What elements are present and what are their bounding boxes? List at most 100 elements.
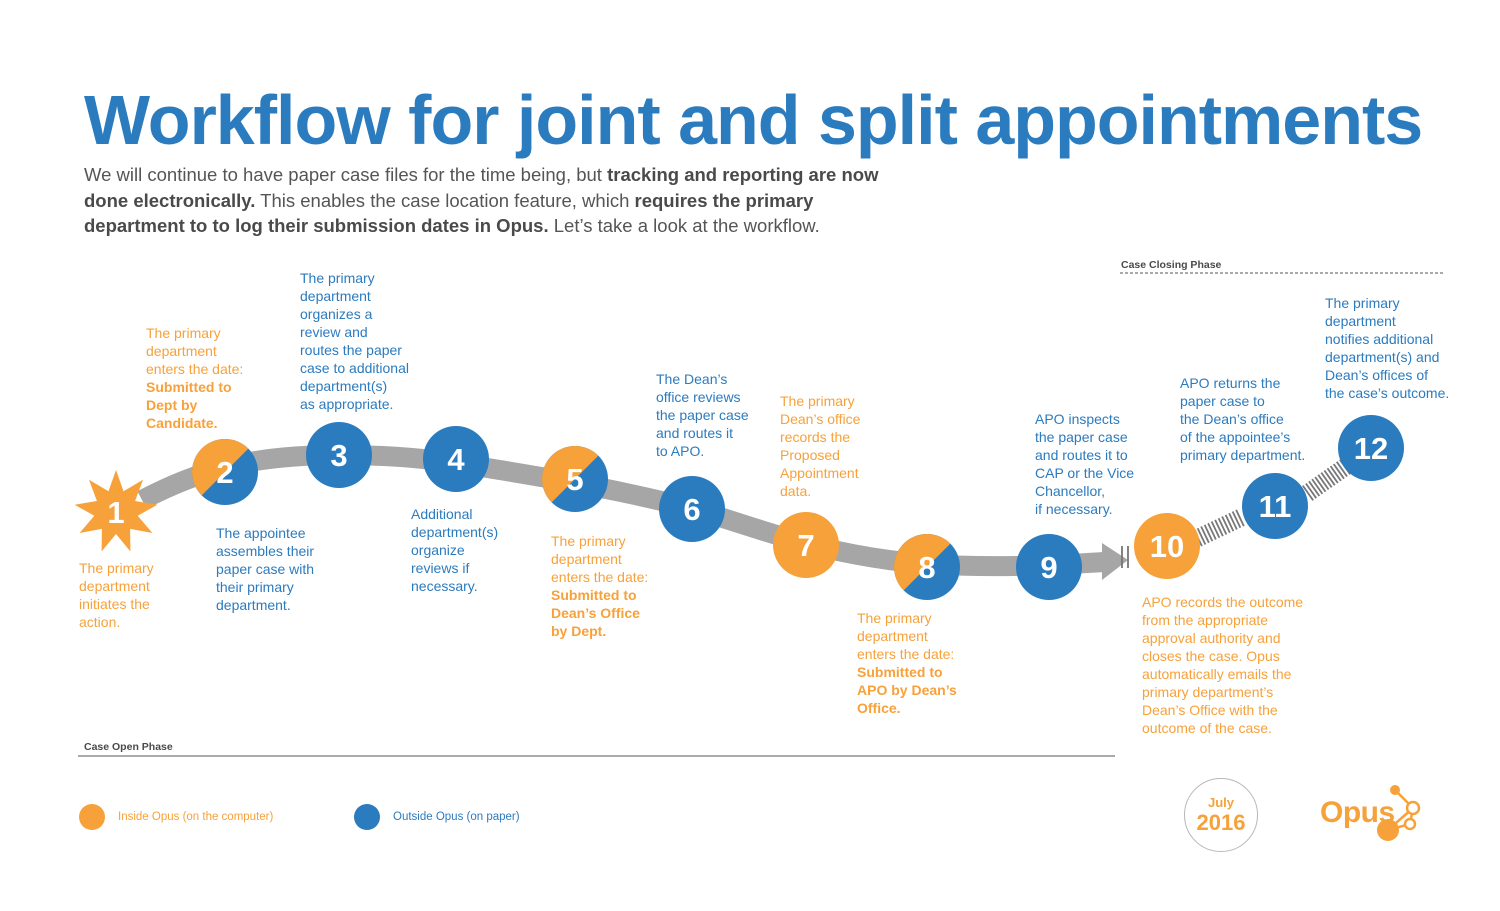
- step-10-number: 10: [1150, 529, 1184, 564]
- intro-text-1: We will continue to have paper case file…: [84, 164, 608, 185]
- description-line: The primary: [1325, 295, 1400, 311]
- legend-outside-label: Outside Opus (on paper): [393, 811, 520, 823]
- description-emphasis: Candidate.: [146, 415, 218, 431]
- description-line: approval authority and: [1142, 630, 1281, 646]
- description-line: to APO.: [656, 443, 705, 459]
- step-8-half: [893, 534, 951, 591]
- description-line: if necessary.: [1035, 501, 1113, 517]
- date-badge: July 2016: [1184, 778, 1258, 852]
- description-line: organize: [411, 542, 465, 558]
- description-line: department: [146, 343, 217, 359]
- legend-inside-dot: [79, 804, 105, 830]
- description-line: case to additional: [300, 360, 409, 376]
- workflow-arrowhead: [1102, 543, 1128, 580]
- step-11-circle: [1242, 473, 1308, 539]
- step-4-circle: [423, 426, 489, 492]
- description-line: outcome of the case.: [1142, 720, 1272, 736]
- description-line: of the appointee’s: [1180, 429, 1291, 445]
- step-12-circle: [1338, 415, 1404, 481]
- description-line: and routes it: [656, 425, 734, 441]
- legend-inside-label: Inside Opus (on the computer): [118, 811, 274, 823]
- description-line: CAP or the Vice: [1035, 465, 1135, 481]
- description-line: initiates the: [79, 596, 150, 612]
- legend-outside-dot: [354, 804, 380, 830]
- description-line: department: [551, 551, 622, 567]
- description-line: the case’s outcome.: [1325, 385, 1450, 401]
- description-line: The primary: [79, 560, 154, 576]
- step-5-half: [542, 445, 599, 503]
- opus-logo-icon: [1377, 785, 1421, 841]
- description-line: primary department.: [1180, 447, 1306, 463]
- step-2-number: 2: [216, 455, 233, 490]
- step-7-number: 7: [797, 528, 814, 563]
- description-line: paper case with: [216, 561, 315, 577]
- intro-bold-1: tracking and reporting are now done elec…: [84, 164, 879, 211]
- description-line: assembles their: [216, 543, 315, 559]
- description-line: The primary: [857, 610, 932, 626]
- description-line: department: [300, 288, 371, 304]
- description-line: the paper case: [1035, 429, 1128, 445]
- step-10-description: APO records the outcome from the appropri…: [1142, 593, 1303, 737]
- description-line: Chancellor,: [1035, 483, 1106, 499]
- step-12-number: 12: [1354, 431, 1388, 466]
- description-line: enters the date:: [857, 646, 955, 662]
- description-line: their primary: [216, 579, 294, 595]
- description-emphasis: Submitted to: [857, 664, 943, 680]
- step-5-number: 5: [566, 462, 583, 497]
- description-line: the paper case: [656, 407, 749, 423]
- description-emphasis: Dean’s Office: [551, 605, 640, 621]
- description-emphasis: Dept by: [146, 397, 198, 413]
- description-emphasis: Office.: [857, 700, 901, 716]
- step-4-number: 4: [447, 442, 465, 477]
- description-line: Dean’s offices of: [1325, 367, 1428, 383]
- intro-paragraph: We will continue to have paper case file…: [84, 162, 914, 239]
- description-line: department(s) and: [1325, 349, 1440, 365]
- step-8-number: 8: [918, 550, 935, 585]
- description-line: data.: [780, 483, 812, 499]
- description-line: Appointment: [780, 465, 859, 481]
- description-line: The appointee: [216, 525, 306, 541]
- step-2-half: [192, 439, 249, 496]
- page-title: Workflow for joint and split appointment…: [84, 81, 1423, 159]
- description-line: department: [857, 628, 928, 644]
- description-line: organizes a: [300, 306, 373, 322]
- description-line: as appropriate.: [300, 396, 394, 412]
- description-line: action.: [79, 614, 121, 630]
- step-8-description: The primary department enters the date: Sub…: [857, 609, 957, 717]
- description-line: and routes it to: [1035, 447, 1128, 463]
- description-line: The Dean’s: [656, 371, 728, 387]
- description-line: routes the paper: [300, 342, 402, 358]
- description-line: department: [79, 578, 150, 594]
- step-10-circle: [1134, 513, 1200, 579]
- description-line: closes the case. Opus: [1142, 648, 1280, 664]
- description-line: Dean’s Office with the: [1142, 702, 1278, 718]
- description-line: reviews if: [411, 560, 470, 576]
- description-emphasis: Submitted to: [551, 587, 637, 603]
- description-line: The primary: [780, 393, 855, 409]
- description-line: APO records the outcome: [1142, 594, 1304, 610]
- description-line: notifies additional: [1325, 331, 1434, 347]
- step-9-circle: [1016, 534, 1082, 600]
- description-line: office reviews: [656, 389, 741, 405]
- date-year: 2016: [1196, 810, 1246, 835]
- step-3-circle: [306, 422, 372, 488]
- description-line: APO returns the: [1180, 375, 1281, 391]
- description-line: Proposed: [780, 447, 840, 463]
- description-emphasis: Submitted to: [146, 379, 232, 395]
- description-line: primary department’s: [1142, 684, 1274, 700]
- step-3-number: 3: [330, 438, 347, 473]
- description-line: department(s): [300, 378, 388, 394]
- description-line: the Dean’s office: [1180, 411, 1284, 427]
- description-line: review and: [300, 324, 368, 340]
- description-line: enters the date:: [146, 361, 244, 377]
- dotted-connector-11-12: [1302, 459, 1351, 501]
- description-line: from the appropriate: [1142, 612, 1269, 628]
